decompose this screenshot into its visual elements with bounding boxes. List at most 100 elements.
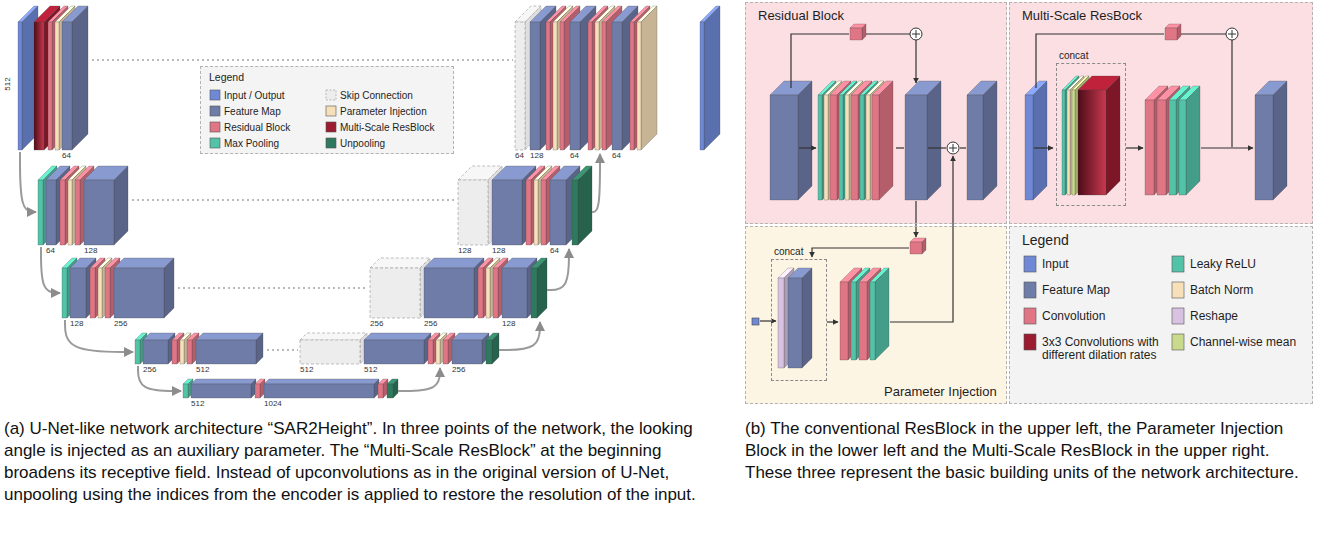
block-face [845,95,849,200]
block-face [515,22,525,150]
multi-scale-slab [1078,76,1120,195]
dimension-label: 256 [114,320,127,328]
group-label: concat [774,246,803,257]
block-face [75,180,80,245]
legend-label: Leaky ReLU [1190,258,1256,271]
dimension-label: 512 [4,77,12,90]
feature-map [905,81,941,200]
panel-title: Legend [1022,233,1069,248]
block-panel: Parameter Injectionconcat [745,226,1007,404]
feature-map [570,6,596,150]
block-face [44,6,60,150]
block-face [114,258,174,268]
injection-slab [55,6,75,150]
injection-slab [637,6,657,150]
block-face [1033,81,1047,200]
legend-swatch [326,90,336,100]
block-face [637,22,641,150]
feature-map [196,333,263,364]
flow-line [890,156,953,322]
block-face [849,81,863,200]
flow-line [178,287,368,288]
block-face [641,6,657,150]
convolution-slab [602,6,622,150]
block-face [436,340,440,364]
legend-label: Skip Connection [340,90,413,101]
block-face [550,180,566,245]
block-face [187,340,192,364]
legend-label: Parameter Injection [340,106,427,117]
block-face [191,384,251,398]
flow-line [812,248,909,257]
legend-swatch [210,106,220,116]
block-face [492,333,499,364]
sum-cross [912,30,920,38]
block-face [191,379,256,384]
block-face [612,22,622,150]
block-face [560,22,564,150]
block-face [1062,90,1065,195]
block-face [180,340,184,364]
block-face [492,180,522,245]
flow-line [928,147,946,148]
flow-line [915,201,916,237]
block-face [850,28,862,40]
sum-cross [949,144,957,152]
dimension-label: 64 [62,152,71,160]
panel-ground [200,66,454,154]
flow-line [267,349,298,350]
block-face [196,340,256,364]
block-face [572,180,578,245]
flow-line [960,147,966,148]
legend-label: Unpooling [340,138,385,149]
block-face [983,81,997,200]
panel-title: Legend [209,72,244,84]
dimension-label: 128 [70,320,83,328]
sum-circle [910,28,922,40]
concat-group: concat [1056,63,1126,206]
block-face [264,384,374,398]
block-face [570,22,580,150]
legend-label: Residual Block [224,122,290,133]
convolution-slab [255,379,265,398]
flow-line [138,366,181,391]
block-face [1177,24,1181,40]
block-face [546,22,550,150]
block-face [879,81,893,200]
group-label: concat [1059,50,1088,61]
block-face [1078,90,1106,195]
block-face [870,282,875,360]
block-face [18,22,22,150]
panel-title: Multi-Scale ResBock [1022,9,1142,23]
legend-swatch [1172,256,1184,272]
unpooling-slab [572,166,592,245]
feature-map [424,258,484,318]
block-face [927,81,941,200]
block-face [493,268,498,318]
convolution-slab [1165,24,1181,40]
block-face [830,95,837,200]
feature-map [143,333,175,364]
dimension-label: 512 [191,400,204,408]
block-face [778,278,784,368]
dimension-label: 256 [424,320,437,328]
flow-lines [20,28,1253,391]
block-face [905,95,927,200]
flow-line [866,33,910,34]
block-face [704,6,720,150]
feature-map [612,6,638,150]
block-face [60,180,65,245]
feature-map [788,268,812,368]
block-face [798,81,812,200]
legend-label: Feature Map [224,106,281,117]
block-face [840,282,848,360]
block-face [860,95,864,200]
block-panel: Multi-Scale ResBock concat [1009,2,1313,224]
block-face [1145,100,1154,195]
flow-line [1126,147,1143,148]
injection-slab [845,81,863,200]
dimension-label: 128 [530,152,543,160]
block-face [135,340,140,364]
block-face [90,268,95,318]
legend-label: Max Pooling [224,138,279,149]
